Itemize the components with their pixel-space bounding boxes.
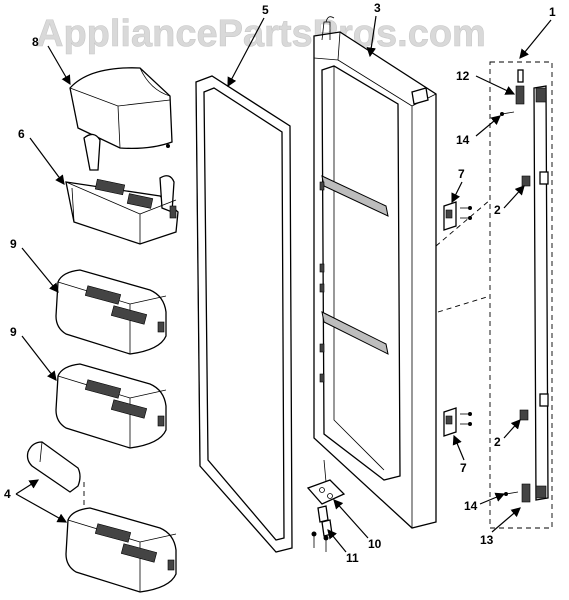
callout-7-lower: 7 [460, 461, 467, 475]
callout-14-bottom: 14 [464, 499, 478, 513]
handle-mount-part-2-lower [519, 409, 529, 421]
bin-6-grille [94, 178, 154, 209]
bin-with-cover-part-4 [26, 441, 177, 593]
door-gasket-part-5 [195, 75, 293, 553]
callout-10: 10 [368, 537, 382, 551]
callout-9-upper: 9 [10, 237, 17, 251]
callout-2-lower: 2 [494, 435, 501, 449]
handle-bracket-part-7-lower [443, 407, 472, 437]
door-assembly-part-3 [313, 16, 437, 529]
handle-screw-part-14-top [500, 111, 515, 116]
lower-hinge-part-10 [306, 459, 346, 505]
handle-cap-part-12 [515, 69, 525, 105]
bin-cover-part-8 [69, 67, 173, 150]
callout-13: 13 [480, 533, 494, 547]
callout-5: 5 [262, 3, 269, 17]
watermark-text: AppliancePartsPros.com [36, 13, 486, 55]
callout-labels: 1 3 5 8 6 9 9 4 12 14 7 2 2 7 14 13 10 1… [4, 1, 556, 565]
callout-1: 1 [549, 5, 556, 19]
door-bin-part-9-lower [55, 363, 167, 449]
callout-11: 11 [346, 551, 359, 565]
callout-4: 4 [4, 487, 11, 501]
hinge-screws-part-11 [311, 505, 333, 552]
door-bin-part-9-upper [55, 269, 167, 355]
callout-3: 3 [374, 1, 381, 15]
callout-14-top: 14 [456, 133, 470, 147]
handle-screw-part-14-bottom [504, 491, 519, 496]
callout-9-lower: 9 [10, 325, 17, 339]
handle-assembly-boundary [489, 61, 553, 529]
door-handle-part-1 [533, 85, 549, 501]
leader-lines [15, 15, 552, 553]
door-bin-part-6 [65, 133, 179, 245]
callout-6: 6 [18, 127, 25, 141]
handle-mount-part-2-upper [521, 175, 531, 187]
handle-bracket-part-7-upper [443, 201, 472, 231]
callout-2-upper: 2 [494, 203, 501, 217]
callout-8: 8 [32, 35, 39, 49]
handle-cap-part-13 [521, 483, 531, 503]
callout-7-upper: 7 [458, 167, 465, 181]
callout-12: 12 [456, 69, 470, 83]
